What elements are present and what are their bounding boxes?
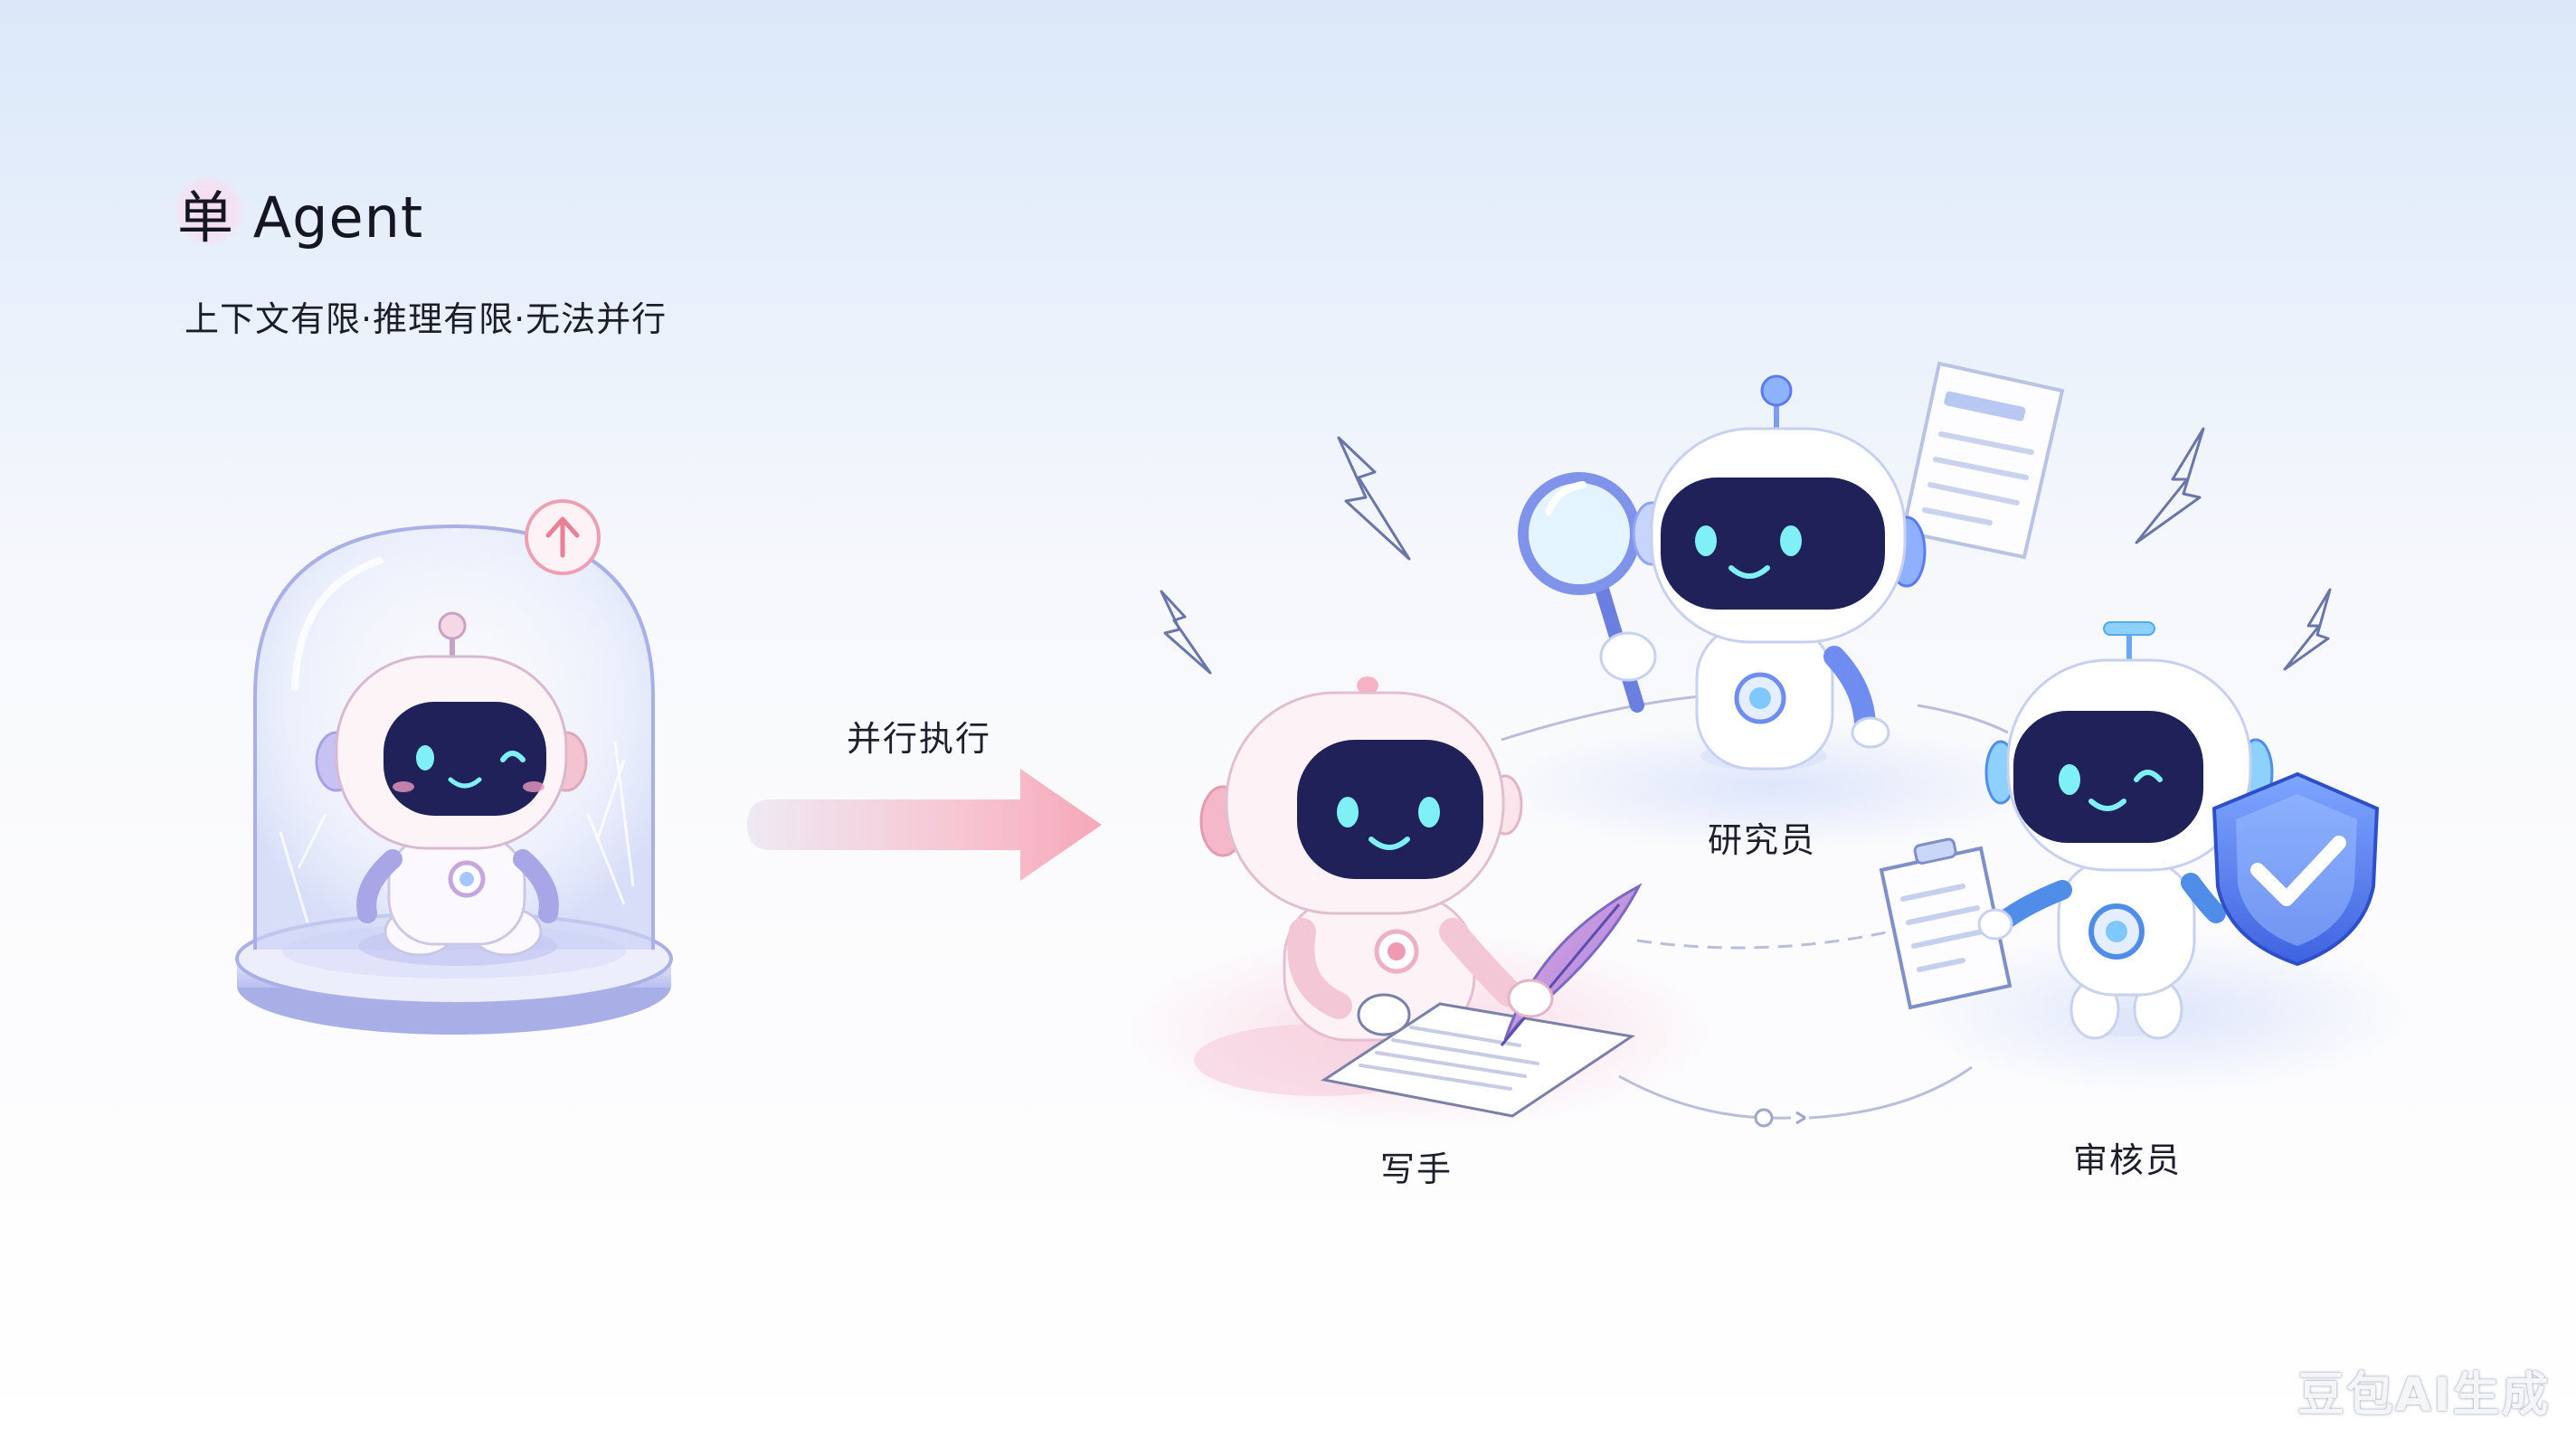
watermark: 豆包AI生成	[2297, 1368, 2551, 1423]
heading-bullet	[174, 175, 244, 246]
robot-reviewer	[1879, 621, 2380, 1040]
single-agent-title: 单 Agent	[177, 184, 424, 251]
parallel-arrow	[747, 769, 1102, 881]
parallel-execution-label: 并行执行	[847, 719, 992, 759]
connection-lines	[1501, 695, 2009, 1128]
robot-researcher	[1518, 361, 2065, 771]
clipboard-icon	[1879, 837, 2012, 1010]
researcher-label: 研究员	[1708, 820, 1817, 860]
single-agent-heading: 单 Agent	[174, 172, 424, 253]
single-agent-subtitle: 上下文有限·推理有限·无法并行	[185, 299, 668, 339]
document-icon	[1900, 361, 2065, 560]
robot-writer	[1194, 676, 1643, 1118]
robot-single	[315, 611, 588, 966]
writer-label: 写手	[1380, 1149, 1454, 1189]
reviewer-label: 审核员	[2073, 1140, 2183, 1180]
lightning-icons	[1160, 427, 2332, 675]
shield-check-icon	[2211, 771, 2380, 967]
arrow-up-icon	[525, 499, 601, 575]
single-agent-dome	[235, 499, 673, 1035]
